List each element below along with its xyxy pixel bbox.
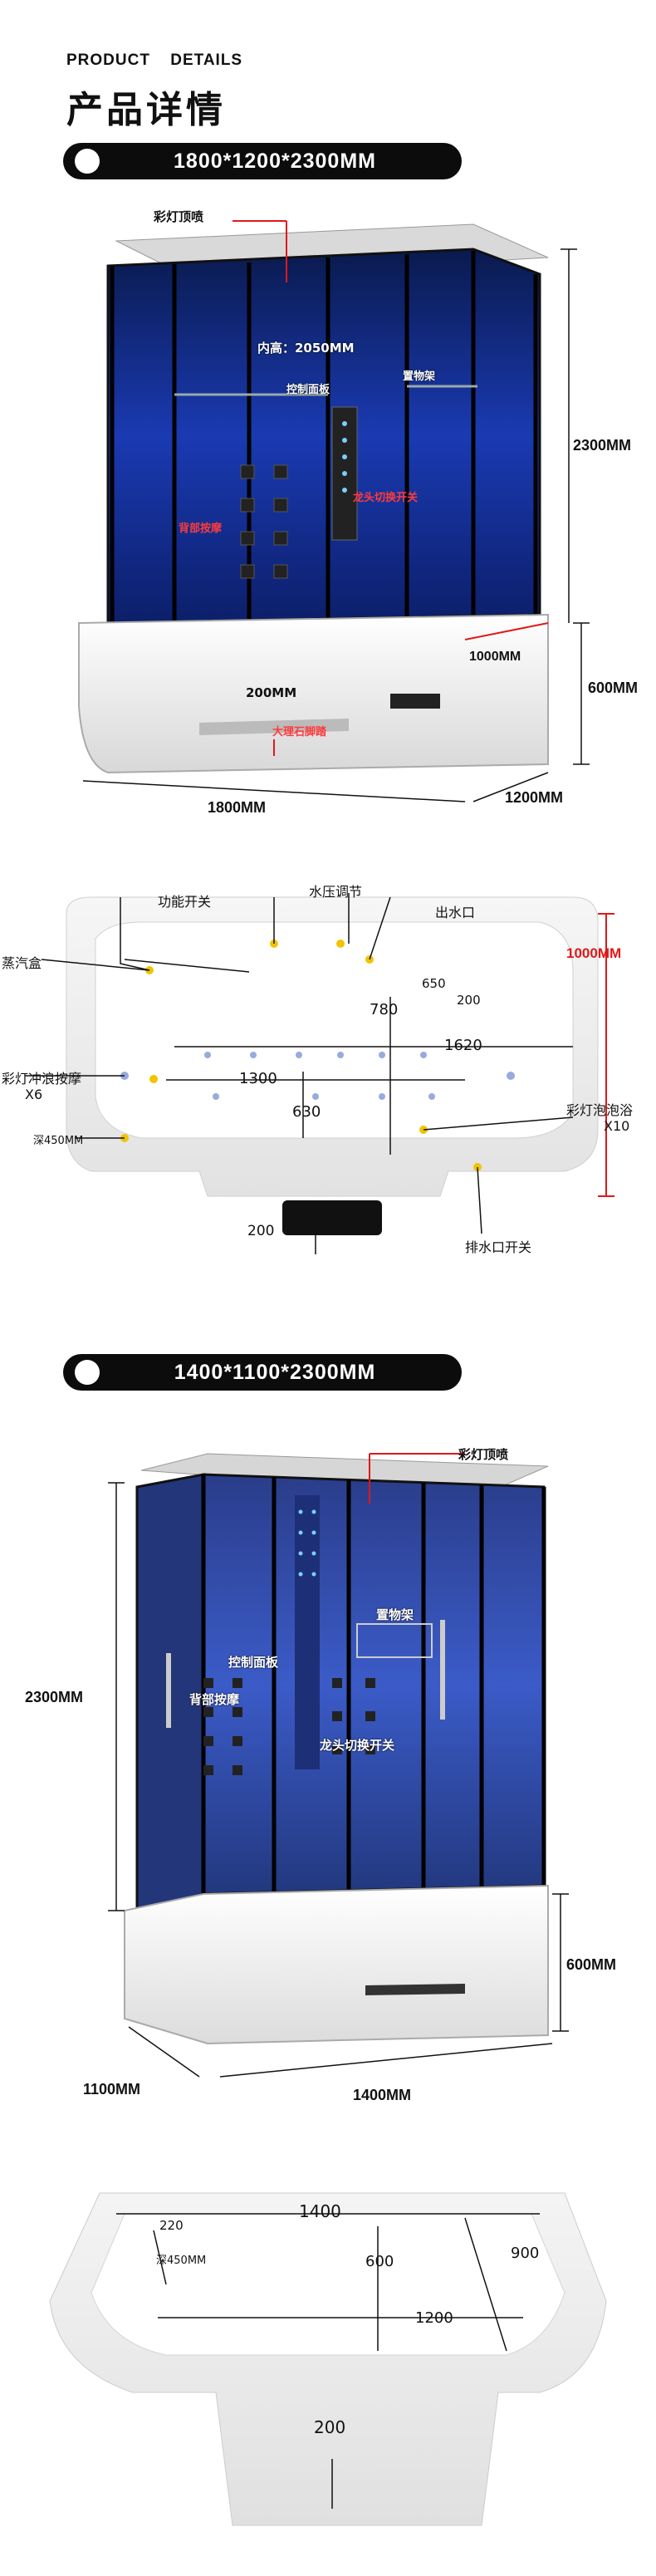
tub2-svg bbox=[49, 2192, 607, 2526]
tub1-200a-dim: 200 bbox=[457, 993, 481, 1008]
tub1-steam-box-label: 蒸汽盒 bbox=[2, 955, 42, 971]
tub1-function-switch-label: 功能开关 bbox=[158, 894, 212, 910]
tub1-pressure-label: 水压调节 bbox=[309, 884, 363, 900]
m1-tray-dim: 600MM bbox=[588, 680, 639, 696]
tub1-depth-label: 深450MM bbox=[33, 1135, 84, 1147]
tub1-bubble-count-label: X10 bbox=[604, 1118, 630, 1134]
tub1-svg bbox=[25, 893, 614, 1254]
m2-depth-dim: 1100MM bbox=[83, 2081, 141, 2098]
m1-step-label: 大理石脚踏 bbox=[272, 726, 327, 738]
model2-shower-figure: 彩灯顶喷 置物架 控制面板 背部按摩 龙头切换开关 2300MM 600MM 1… bbox=[0, 1412, 656, 2127]
tub2-900-dim: 900 bbox=[511, 2245, 540, 2262]
m2-height-dim: 2300MM bbox=[25, 1689, 84, 1705]
header-en: PRODUCT DETAILS bbox=[66, 52, 257, 70]
model1-shower-figure: 彩灯顶喷 内高：2050MM 置物架 控制面板 背部按摩 龙头切换开关 200M… bbox=[0, 191, 656, 822]
tub1-surf-massage-label: 彩灯冲浪按摩 bbox=[2, 1071, 82, 1087]
model1-shower-svg bbox=[78, 220, 590, 802]
page-title: 产品详情 bbox=[66, 89, 226, 131]
model1-size-text: 1800*1200*2300MM bbox=[174, 149, 376, 173]
m1-width-dim: 1800MM bbox=[208, 799, 267, 816]
m1-control-panel-label: 控制面板 bbox=[286, 384, 330, 396]
header-product: PRODUCT bbox=[66, 52, 150, 69]
tub1-780-dim: 780 bbox=[370, 1001, 399, 1018]
model2-shower-svg bbox=[108, 1453, 569, 2078]
m2-top-light-label: 彩灯顶喷 bbox=[458, 1447, 509, 1462]
m1-back-massage-label: 背部按摩 bbox=[179, 523, 223, 535]
m1-mid-depth-dim: 1000MM bbox=[469, 650, 521, 664]
tub1-bubble-bath-label: 彩灯泡泡浴 bbox=[566, 1102, 634, 1118]
m1-shelf-label: 置物架 bbox=[403, 370, 436, 383]
m1-faucet-switch-label: 龙头切换开关 bbox=[353, 492, 419, 504]
model1-size-pill: 1800*1200*2300MM bbox=[63, 143, 462, 179]
m1-depth-dim: 1200MM bbox=[505, 789, 564, 806]
tub2-220-dim: 220 bbox=[159, 2218, 184, 2233]
m2-control-panel-label: 控制面板 bbox=[228, 1655, 279, 1670]
m2-tray-dim: 600MM bbox=[566, 1956, 617, 1973]
header-details: DETAILS bbox=[170, 52, 243, 69]
m2-back-massage-label: 背部按摩 bbox=[189, 1692, 240, 1707]
tub2-200-dim: 200 bbox=[314, 2417, 346, 2437]
m1-step-height-label: 200MM bbox=[246, 685, 297, 700]
tub1-drain-switch-label: 排水口开关 bbox=[465, 1239, 532, 1255]
tub1-1300-dim: 1300 bbox=[239, 1070, 277, 1087]
tub1-outlet-label: 出水口 bbox=[435, 905, 476, 920]
tub2-600-dim: 600 bbox=[365, 2253, 394, 2270]
m2-width-dim: 1400MM bbox=[353, 2087, 412, 2103]
m1-inner-height-label: 内高：2050MM bbox=[257, 341, 355, 356]
tub1-630-dim: 630 bbox=[292, 1103, 321, 1121]
tub1-200b-dim: 200 bbox=[247, 1223, 275, 1239]
tub2-figure: 1400 220 深450MM 600 900 1200 200 bbox=[0, 2160, 656, 2567]
m1-height-dim: 2300MM bbox=[573, 437, 632, 454]
tub1-1620-dim: 1620 bbox=[444, 1037, 482, 1054]
tub1-650-dim: 650 bbox=[422, 976, 446, 991]
m2-shelf-label: 置物架 bbox=[376, 1607, 414, 1622]
tub2-1200-dim: 1200 bbox=[415, 2309, 453, 2327]
tub2-1400-dim: 1400 bbox=[299, 2201, 341, 2221]
tub1-surf-count-label: X6 bbox=[25, 1087, 43, 1102]
model2-size-pill: 1400*1100*2300MM bbox=[63, 1354, 462, 1391]
m2-faucet-switch-label: 龙头切换开关 bbox=[320, 1738, 395, 1753]
tub1-figure: 功能开关 水压调节 出水口 蒸汽盒 彩灯冲浪按摩 X6 深450MM 彩灯泡泡浴… bbox=[0, 864, 656, 1255]
tub1-1000-dim: 1000MM bbox=[566, 945, 622, 961]
model2-size-text: 1400*1100*2300MM bbox=[174, 1360, 376, 1384]
tub2-depth-label: 深450MM bbox=[156, 2255, 207, 2267]
m1-top-light-label: 彩灯顶喷 bbox=[154, 209, 204, 224]
